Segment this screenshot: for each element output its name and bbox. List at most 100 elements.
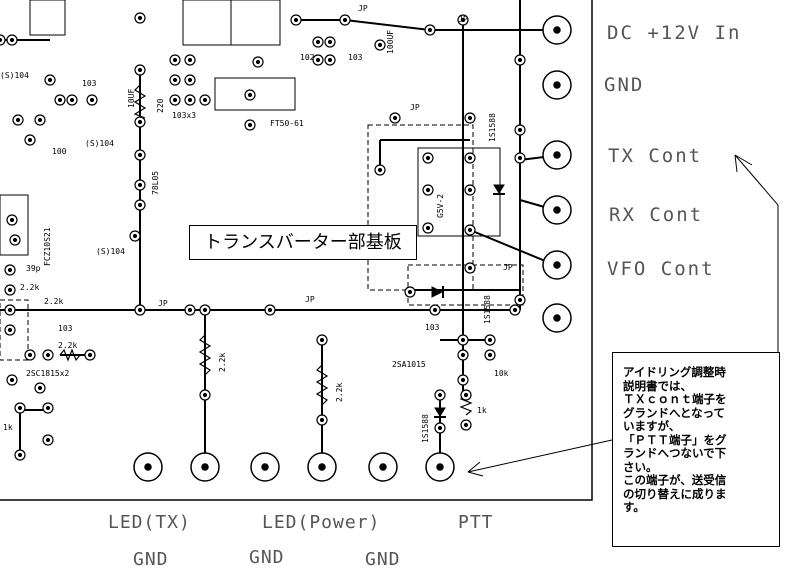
solder-pad-hole [7, 327, 13, 333]
pcb-label-jp-2: JP [458, 15, 468, 24]
solder-pad-hole [45, 405, 51, 411]
solder-pad-hole [37, 117, 43, 123]
solder-pad-hole [9, 377, 15, 383]
solder-pad-hole [437, 392, 443, 398]
solder-pad-hole [517, 57, 523, 63]
label-led-tx: LED(TX) [108, 512, 191, 533]
solder-pad-hole [460, 17, 466, 23]
solder-pad-hole [467, 155, 473, 161]
solder-pad-hole [327, 57, 333, 63]
pcb-label-100uf: 100UF [386, 30, 395, 54]
pcb-label-r1k-2: 1k [3, 423, 13, 432]
pcb-label-s104-3: (S)104 [96, 247, 125, 256]
solder-pad-hole [319, 417, 325, 423]
solder-pad-hole [87, 352, 93, 358]
solder-pad-hole [517, 127, 523, 133]
label-gnd-2: GND [249, 547, 285, 568]
label-tx-cont: TX Cont [608, 145, 703, 167]
label-ptt: PTT [458, 512, 494, 533]
solder-pad-hole [47, 77, 53, 83]
solder-pad-hole [137, 152, 143, 158]
solder-pad-hole [7, 267, 13, 273]
pcb-label-jp-5: JP [305, 295, 315, 304]
pcb-label-ft50: FT50-61 [270, 119, 304, 128]
pcb-label-2k2-4: 2.2k [218, 353, 227, 372]
solder-pad-hole [425, 225, 431, 231]
solder-pad-hole [437, 425, 443, 431]
solder-pad-hole [427, 27, 433, 33]
pcb-label-s104-2: (S)104 [85, 139, 114, 148]
pcb-label-g5v2: G5V-2 [436, 194, 445, 218]
pcb-label-2sa1015: 2SA1015 [392, 360, 426, 369]
pcb-label-r10k: 10k [494, 369, 509, 378]
solder-pad-hole [7, 307, 13, 313]
solder-pad-hole [187, 57, 193, 63]
pcb-label-1s1588-3: 1S1588 [421, 414, 430, 443]
solder-pad-hole [137, 15, 143, 21]
solder-pad-hole [137, 307, 143, 313]
terminal-pads-right [542, 15, 572, 333]
solder-pad-hole [467, 187, 473, 193]
solder-pad-hole [463, 422, 469, 428]
pcb-label-1s1588-2: 1S1588 [483, 295, 492, 324]
note-line: 「ＰＴＴ端子」をグ [623, 432, 727, 447]
solder-pad-hole [137, 67, 143, 73]
solder-pad-hole [12, 237, 18, 243]
solder-pad-hole [187, 77, 193, 83]
solder-pad [0, 34, 6, 46]
solder-pad-hole [247, 92, 253, 98]
note-line: アイドリング調整時 [623, 365, 726, 379]
solder-pad-hole [137, 202, 143, 208]
pcb-label-jp-6: JP [503, 263, 513, 272]
solder-pad-hole [432, 307, 438, 313]
solder-pad-hole [172, 97, 178, 103]
solder-pad-hole [15, 117, 21, 123]
solder-pad-hole [69, 97, 75, 103]
pcb-label-78l05: 78L05 [151, 171, 160, 195]
solder-pad-hole [487, 337, 493, 343]
note-line: さい。 [623, 459, 658, 474]
pcb-label-103-4: 103 [348, 53, 363, 62]
solder-pad-hole [17, 405, 23, 411]
pcb-label-2k2-5: 2.2k [335, 383, 344, 402]
note-line: グランドへとなって [623, 405, 726, 420]
solder-pad-hole [407, 289, 413, 295]
label-led-power: LED(Power) [262, 512, 381, 533]
solder-pad-hole [467, 265, 473, 271]
pcb-label-1s1588-1: 1S1588 [488, 113, 497, 142]
solder-pad-hole [267, 307, 273, 313]
label-vfo-cont: VFO Cont [607, 258, 715, 280]
solder-pad-hole [132, 233, 138, 239]
note-line: ランドへつないで下 [623, 446, 727, 460]
solder-pad-hole [17, 452, 23, 458]
pcb-label-103x3: 103x3 [172, 111, 196, 120]
solder-pad-hole [57, 97, 63, 103]
solder-pad-hole [27, 352, 33, 358]
pcb-label-jp-1: JP [358, 4, 368, 13]
pcb-label-jp-3: JP [410, 103, 420, 112]
solder-pad-hole [463, 392, 469, 398]
solder-pad-hole [315, 57, 321, 63]
pcb-label-39p: 39p [26, 264, 41, 273]
solder-pad-hole [517, 155, 523, 161]
solder-pad-hole [467, 115, 473, 121]
note-line: この端子が、送受信 [623, 473, 727, 487]
solder-pad-hole [255, 59, 261, 65]
pcb-label-102: 102 [300, 53, 315, 62]
solder-pad-hole [425, 155, 431, 161]
pcb-label-103-2: 103 [58, 324, 73, 333]
pcb-label-103-1: 103 [82, 79, 97, 88]
solder-pad-hole [327, 39, 333, 45]
solder-pad-hole [187, 97, 193, 103]
label-dc-in: DC +12V In [607, 22, 742, 44]
pcb-label-r100: 100 [52, 147, 67, 156]
pcb-label-r220: 220 [156, 98, 165, 113]
solder-pad-hole [392, 115, 398, 121]
note-line: ＴＸｃｏｎｔ端子を [623, 392, 727, 406]
solder-pad-hole [467, 227, 473, 233]
board-title: トランスバーター部基板 [189, 225, 417, 260]
pcb-label-2k2-1: 2.2k [20, 283, 39, 292]
pcb-label-103-3: 103 [425, 323, 440, 332]
pcb-label-jp-4: JP [158, 299, 168, 308]
